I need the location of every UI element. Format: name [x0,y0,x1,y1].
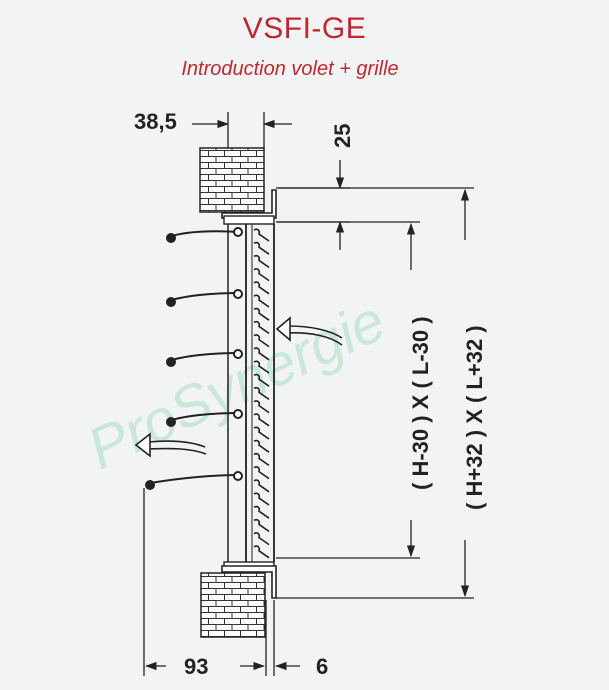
dimension-outer-size [276,187,474,599]
watermark: ProSynergie [78,288,395,482]
diagram-subtitle: Introduction volet + grille [181,58,399,80]
dimension-inner-size [276,221,420,559]
frame [221,189,277,599]
dimension-wall-thickness-label: 38,5 [134,109,177,134]
louvre-blade [253,518,270,533]
dimension-wall-thickness [192,112,292,148]
louvre-blade [253,294,270,308]
louvre-blade [253,400,270,414]
louvre-blade [253,373,270,387]
louvre-blade [253,241,270,255]
wall-bottom [200,572,266,638]
louvre-blade [253,228,270,242]
grille-louvres [253,228,270,559]
dimension-shutter-depth-label: 93 [184,654,208,679]
dimension-outer-size-label: ( H+32 ) X ( L+32 ) [462,325,487,510]
louvre-blade [253,479,270,493]
airflow-arrow-in [275,316,343,346]
louvre-blade [253,281,270,295]
shutter-blades [145,227,243,490]
louvre-blade [253,426,270,440]
louvre-blade [253,386,270,401]
louvre-blade [253,360,270,374]
louvre-blade [253,505,270,519]
louvre-blade [253,545,270,559]
louvre-blade [253,320,270,335]
dimension-frame-depth-label: 6 [316,654,328,679]
louvre-blade [253,492,270,506]
wall-top [199,147,265,213]
dimension-top-offset [278,160,350,250]
louvre-blade [253,439,270,453]
louvre-blade [253,307,270,321]
airflow-arrow-out [134,432,207,458]
louvre-blade [253,452,270,467]
diagram-title: VSFI-GE [242,12,367,45]
louvre-blade [253,334,270,348]
louvre-blade [253,532,270,546]
dimension-inner-size-label: ( H-30 ) X ( L-30 ) [408,316,433,490]
dimension-depth [143,488,300,676]
louvre-blade [253,268,270,282]
louvre-blade [253,254,270,269]
louvre-blade [253,466,270,480]
dimension-top-offset-label: 25 [330,124,355,148]
louvre-blade [253,347,270,361]
louvre-blade [253,413,270,427]
